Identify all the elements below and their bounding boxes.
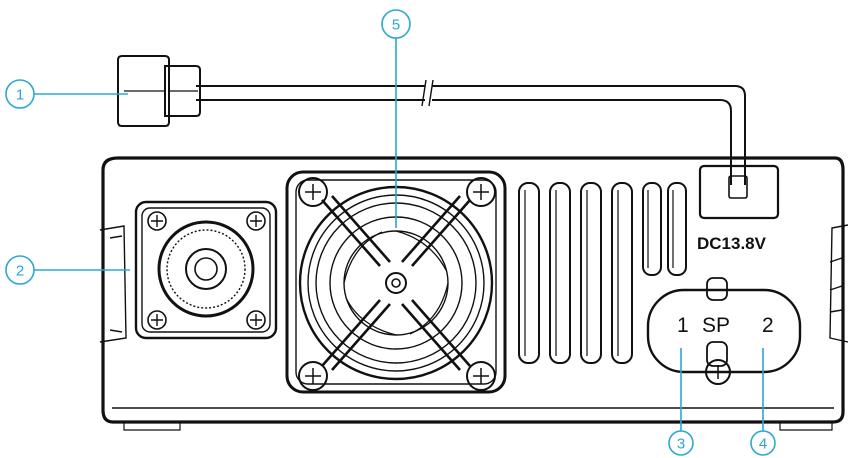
callout-3: 3: [668, 430, 694, 456]
callout-lines: [34, 38, 764, 431]
callout-5: 5: [381, 9, 411, 39]
power-cable: [117, 55, 746, 185]
chassis: [99, 156, 849, 431]
callout-number: 5: [392, 17, 400, 34]
speaker-jack-1-label: 1: [677, 314, 689, 337]
speaker-jack-2-label: 2: [762, 314, 774, 337]
callout-1: 1: [5, 79, 35, 109]
callout-number: 3: [677, 436, 685, 453]
callout-number: 4: [759, 436, 767, 453]
dc-power-socket: [698, 164, 780, 220]
callout-4: 4: [750, 430, 776, 456]
speaker-jack-panel: [646, 277, 802, 385]
callout-2: 2: [5, 255, 35, 285]
speaker-label: SP: [702, 314, 730, 337]
callout-number: 2: [16, 263, 24, 280]
ventilation-slots: [518, 182, 687, 364]
callout-number: 1: [16, 87, 24, 104]
dc-voltage-label: DC13.8V: [697, 234, 767, 253]
antenna-connector: [134, 200, 278, 340]
